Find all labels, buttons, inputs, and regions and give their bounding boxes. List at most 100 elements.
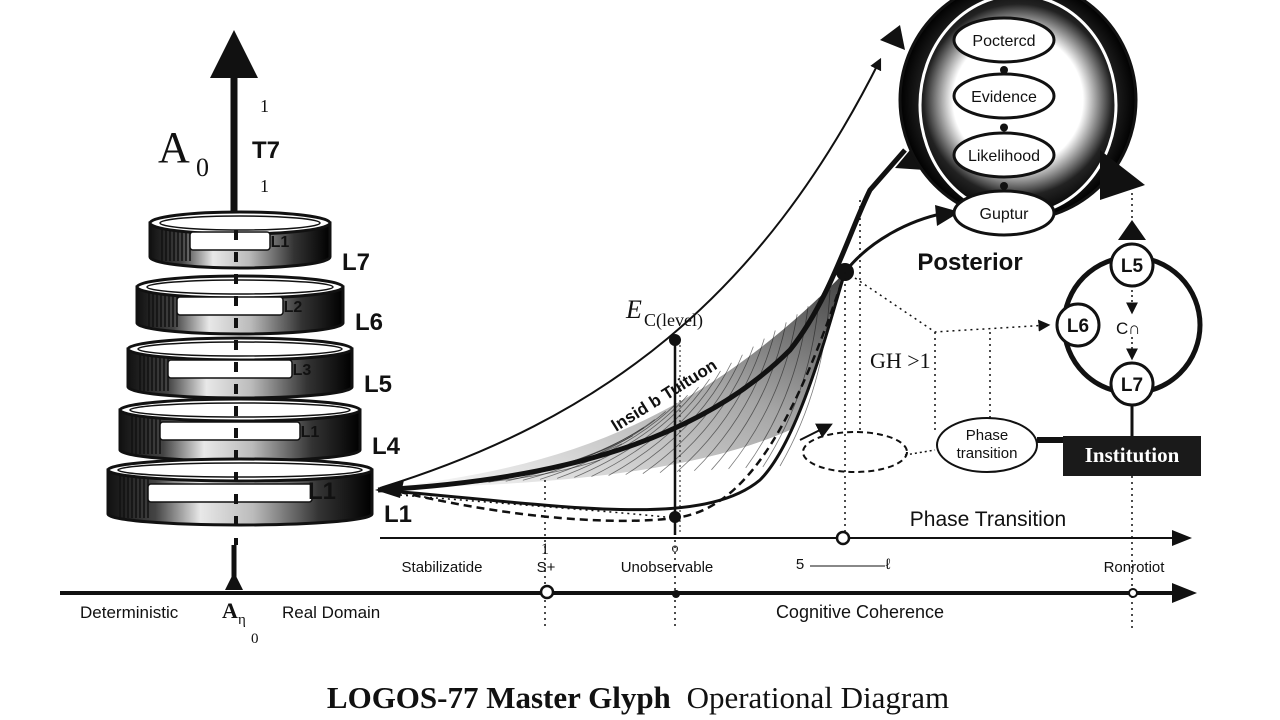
thick-s-curve xyxy=(377,148,907,493)
phase-axis-marker xyxy=(835,530,851,546)
coherence-label-s-plus: S+ xyxy=(537,559,556,576)
cycle-node-label: L7 xyxy=(1121,375,1143,396)
coherence-label-ronrotiot: Ronrotiot xyxy=(1104,559,1166,576)
institution-box xyxy=(1063,436,1201,476)
phase-axis-arrow-icon xyxy=(1172,530,1192,546)
phase-transition-node xyxy=(936,417,1038,473)
axis-symbol-subscript: 0 xyxy=(196,153,209,182)
disk-top-inner xyxy=(159,215,321,231)
origin-subscript-1: η xyxy=(238,612,246,628)
axis-tick-label: T7 xyxy=(252,137,280,164)
upper-curve-to-prior xyxy=(379,57,882,489)
layer-side-label: L4 xyxy=(372,433,401,460)
bayes-node-label: Evidence xyxy=(971,89,1037,106)
stack-base-arrow-icon xyxy=(225,572,243,590)
disk-inner-label: L2 xyxy=(284,299,303,316)
deterministic-label: Deterministic xyxy=(80,603,179,622)
bayes-node: Likelihood xyxy=(952,131,1056,190)
disk-top-inner xyxy=(117,462,363,478)
layer-side-label: L1 xyxy=(384,501,412,528)
layer-side-label: L7 xyxy=(342,249,370,276)
institution-label: Institution xyxy=(1085,443,1180,467)
sweep-line xyxy=(557,394,688,479)
coherence-label-stabilization: Stabilizatide xyxy=(402,559,483,576)
cycle-node-shape xyxy=(1109,242,1155,288)
phase-ellipse-arrow xyxy=(799,423,833,441)
cycle-node-label: L6 xyxy=(1067,316,1089,337)
disk-label-band xyxy=(189,231,271,251)
cycle-top-arrow-icon xyxy=(1118,220,1146,240)
coherence-axis-label: Cognitive Coherence xyxy=(776,602,944,622)
layer-side-label: L6 xyxy=(355,309,383,336)
sweep-line xyxy=(505,419,656,482)
disk-inner-label: L1 xyxy=(271,234,290,251)
phase-axis-tick-3: 5 xyxy=(796,556,804,573)
diagram-title-sub: Operational Diagram xyxy=(687,680,950,715)
dotted-guide xyxy=(399,494,676,519)
axis-tick-bottom: 1 xyxy=(260,176,269,196)
bayes-link-dot xyxy=(1000,123,1008,132)
bayes-node-shape xyxy=(952,16,1056,64)
sweep-line xyxy=(522,411,666,481)
sweep-line xyxy=(728,314,798,470)
diagram-title-main: LOGOS-77 Master Glyph xyxy=(327,680,671,715)
evidence-top-point xyxy=(669,334,681,346)
threshold-label: GH >1 xyxy=(870,348,931,373)
cycle-node: L6 xyxy=(1055,302,1101,348)
cycle-node-shape xyxy=(1055,302,1101,348)
sweep-line xyxy=(762,298,820,468)
phase-axis-tick-2: o xyxy=(672,541,679,556)
bayes-node: Guptur xyxy=(952,189,1056,237)
evidence-label: E xyxy=(625,295,642,324)
bayes-link-dot xyxy=(1000,66,1008,74)
layer-disk: L1 xyxy=(118,397,362,463)
origin-subscript-2: 0 xyxy=(251,631,259,647)
sweep-line xyxy=(779,289,831,467)
phase-axis-label: Phase Transition xyxy=(910,508,1066,531)
bayes-node-label: Poctercd xyxy=(972,33,1035,50)
origin-symbol: A xyxy=(222,598,238,623)
sweep-shading xyxy=(380,272,845,488)
axis-symbol: A xyxy=(158,123,190,172)
sweep-line xyxy=(694,330,776,472)
evidence-to-posterior-curve xyxy=(379,211,946,512)
phase-axis-tick-4: ℓ xyxy=(886,556,891,573)
phase-axis-tick-1: 1 xyxy=(541,541,549,558)
disk-label-band xyxy=(147,483,313,503)
axis-tick-top: 1 xyxy=(260,96,269,116)
bayes-node-shape xyxy=(952,131,1056,179)
real-domain-label: Real Domain xyxy=(282,603,380,622)
diagram-title: LOGOS-77 Master Glyph Operational Diagra… xyxy=(327,680,949,715)
phase-ellipse xyxy=(802,431,908,473)
route-to-cycle xyxy=(854,277,1051,333)
stack-arrow-icon xyxy=(375,480,404,498)
layer-side-label: L5 xyxy=(364,371,392,398)
coherence-axis-arrow-icon xyxy=(1172,583,1197,603)
disk-inner-label: L1 xyxy=(308,478,336,505)
prior-arrow-icon xyxy=(880,25,905,50)
layer-disk: L3 xyxy=(126,336,354,400)
coherence-marker-1 xyxy=(539,584,555,600)
evidence-bottom-point xyxy=(669,511,681,523)
sweep-line xyxy=(539,403,677,480)
phase-node-line-2: transition xyxy=(957,445,1018,462)
left-vertical-axis xyxy=(210,30,258,235)
cycle-node-label: L5 xyxy=(1121,256,1144,277)
bayes-link-dot xyxy=(1000,182,1008,190)
disk-top-inner xyxy=(146,279,334,295)
phase-connector xyxy=(904,449,936,456)
up-arrow-icon xyxy=(210,30,258,78)
sweep-line xyxy=(676,338,765,473)
sweep-line xyxy=(642,354,743,474)
evidence-label-subscript: C(level) xyxy=(644,310,703,331)
disk-inner-label: L3 xyxy=(293,362,312,379)
coherence-marker-2 xyxy=(672,590,680,598)
disk-label-band xyxy=(167,359,293,379)
cycle-node: L5 xyxy=(1109,242,1155,288)
disk-top-inner xyxy=(137,341,343,357)
